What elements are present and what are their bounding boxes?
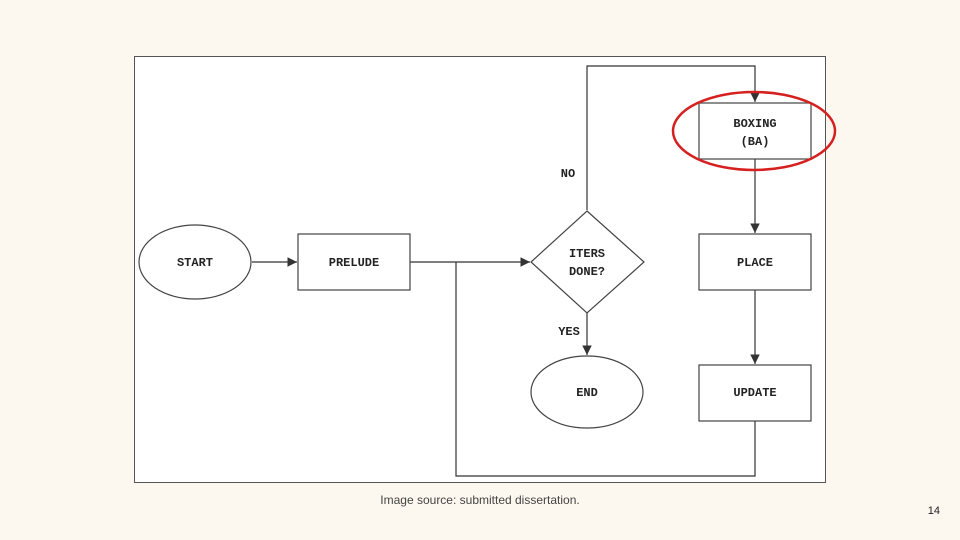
- node-end-label: END: [576, 386, 598, 400]
- flowchart-figure: START PRELUDE ITERS DONE? END BOXING (BA…: [134, 56, 826, 483]
- edge-iters-boxing: [586, 65, 760, 210]
- edge-label-yes: YES: [558, 325, 580, 339]
- node-iters-label-line1: ITERS: [569, 247, 605, 261]
- node-iters-done: [530, 210, 645, 314]
- node-boxing-label-line1: BOXING: [733, 117, 776, 131]
- flowchart-canvas: START PRELUDE ITERS DONE? END BOXING (BA…: [138, 65, 812, 477]
- node-start-label: START: [177, 256, 213, 270]
- node-start: [138, 224, 252, 300]
- node-end: [530, 355, 644, 429]
- node-place: [698, 233, 812, 291]
- node-prelude-label: PRELUDE: [329, 256, 379, 270]
- node-boxing-label-line2: (BA): [741, 135, 770, 149]
- edge-label-no: NO: [561, 167, 575, 181]
- node-place-label: PLACE: [737, 256, 773, 270]
- node-prelude: [297, 233, 411, 291]
- node-update: [698, 364, 812, 422]
- node-iters-label-line2: DONE?: [569, 265, 605, 279]
- edge-update-loop: [455, 262, 756, 477]
- node-update-label: UPDATE: [733, 386, 776, 400]
- image-caption: Image source: submitted dissertation.: [380, 493, 580, 507]
- node-boxing: [698, 102, 812, 160]
- page-number: 14: [927, 505, 940, 517]
